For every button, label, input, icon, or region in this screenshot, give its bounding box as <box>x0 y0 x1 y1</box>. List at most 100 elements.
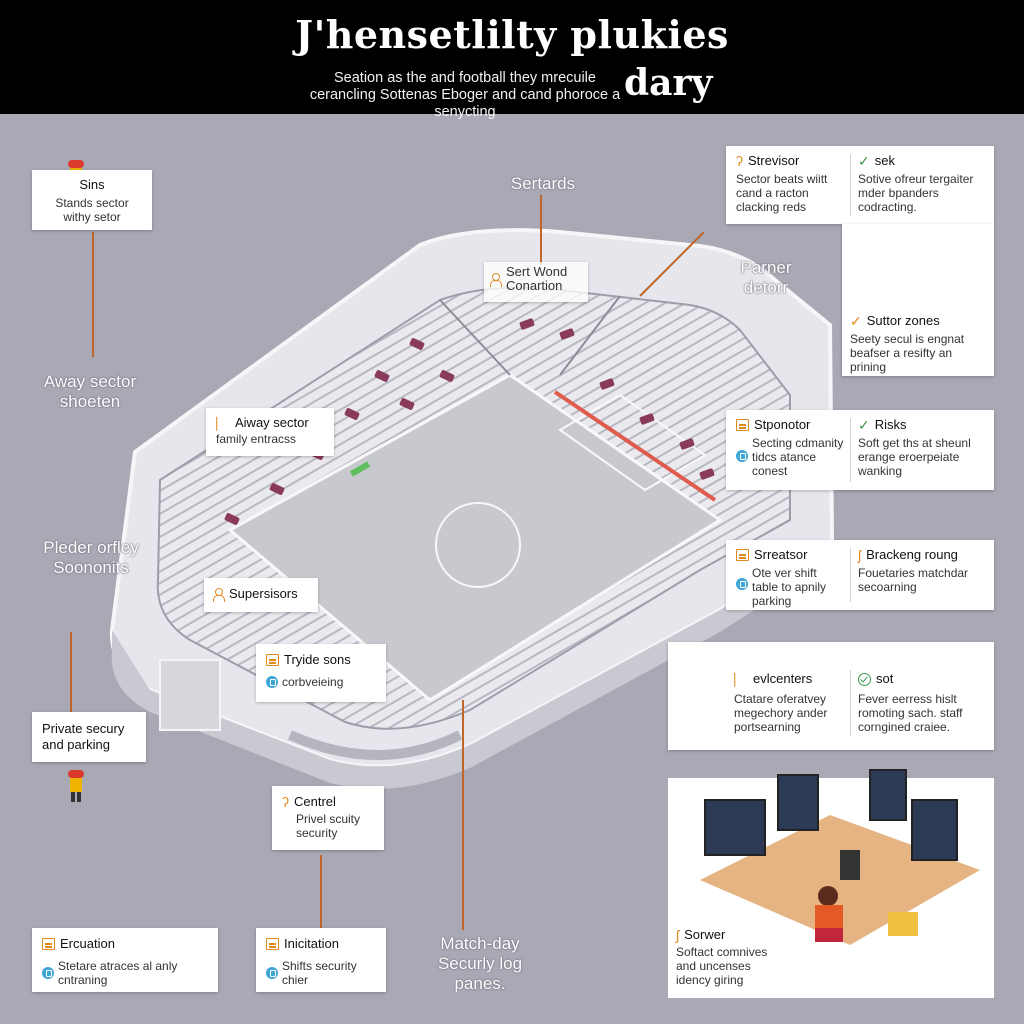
tryide-body: corbveieing <box>282 675 344 689</box>
label-away-sector-shoeten: Away sector shoeten <box>43 372 137 411</box>
srreatsor-body: Ote ver shift table to apnily parking <box>752 566 827 608</box>
touchline-marker <box>553 390 717 502</box>
info-icon <box>736 578 748 590</box>
card-srreatsor: Srreatsor Ote ver shift table to apnily … <box>726 540 994 610</box>
divider-line-2 <box>559 295 621 376</box>
leader-line <box>540 195 542 265</box>
check-icon <box>858 672 871 686</box>
check-icon: ✓ <box>858 153 870 169</box>
card-strevisor: ʔ Strevisor Sector beats wiitt cand a rac… <box>726 146 994 224</box>
stairs-bottom <box>287 730 463 760</box>
check-icon: ✓ <box>858 417 870 433</box>
stponotor-title: Stponotor <box>754 417 811 432</box>
sorwer-body: Softact comnives and uncenses idency gir… <box>676 945 768 987</box>
divider <box>850 670 851 736</box>
leader-line <box>320 855 322 935</box>
card-away-sector: ⎸ Aiway sector family entracss <box>206 408 334 456</box>
pencil-icon: ʃ <box>676 927 680 943</box>
card-private-security: Private secury and parking <box>32 712 146 762</box>
divider <box>850 154 851 216</box>
srreatsor-title: Srreatsor <box>754 547 808 562</box>
evlcenters-body: Ctatare oferatvey megechory ander portse… <box>734 692 828 734</box>
sot-body: Fever eerress hislt romoting sach. staff… <box>858 692 963 734</box>
strevisor-title: Strevisor <box>748 153 800 168</box>
divider <box>850 418 851 482</box>
person-icon <box>212 587 225 602</box>
tryide-title: Tryide sons <box>284 652 351 667</box>
away-sector-title: Aiway sector <box>235 415 309 430</box>
stponotor-body: Secting cdmanity tidcs atance conest <box>752 436 844 478</box>
card-ercuation: Ercuation Stetare atraces al anly cntran… <box>32 928 218 992</box>
card-supersors: Supersisors <box>204 578 318 612</box>
card-centrel: ʔ Centrel Privel scuity security <box>272 786 384 850</box>
sins-body: Stands sector withy setor <box>55 196 129 224</box>
title-banner: J'hensetlilty plukies Seation as the and… <box>0 0 1024 120</box>
penalty-box <box>558 393 707 492</box>
page-title: J'hensetlilty plukies <box>295 12 729 57</box>
pencil-icon: ʃ <box>858 547 862 563</box>
ercuation-body: Stetare atraces al anly cntraning <box>58 959 178 987</box>
divider-line-1 <box>439 299 511 376</box>
control-room-illustration <box>668 769 994 998</box>
label-match-day: Match-day Securly log panes. <box>437 934 523 993</box>
bar-icon: ʔ <box>282 794 289 810</box>
card-suttor-zones: ✓ Suttor zones Seety secul is engnat beaf… <box>842 224 994 376</box>
evlcenters-title: evlcenters <box>753 671 813 686</box>
sek-title: sek <box>874 153 895 168</box>
suttor-zones-title: Suttor zones <box>866 313 940 328</box>
sert-wond-label: Sert Wond Conartion <box>506 264 568 293</box>
person-icon <box>489 272 502 287</box>
suttor-zones-body: Seety secul is engnat beafser a resifty … <box>850 332 965 374</box>
info-icon <box>736 450 748 462</box>
building-block <box>159 659 221 731</box>
sorwer-title: Sorwer <box>684 927 726 942</box>
bar-icon: ⎸ <box>734 671 748 687</box>
divider <box>850 548 851 602</box>
fan-markers <box>224 318 715 525</box>
label-parner-detorr: Parner detorr <box>740 258 792 297</box>
sot-title: sot <box>876 671 894 686</box>
page-subtitle: Seation as the and football they mrecuil… <box>309 70 621 120</box>
card-sorwer: ʃ Sorwer Softact comnives and uncenses id… <box>676 928 826 992</box>
inicitation-title: Inicitation <box>284 936 339 951</box>
away-sector-body: family entracss <box>216 432 297 446</box>
document-icon <box>42 938 55 950</box>
document-icon <box>736 419 749 431</box>
dugout-marker <box>349 461 371 477</box>
card-sins: Sins Stands sector withy setor <box>32 170 152 230</box>
label-pleder-orfley: Pleder orfley Soononits <box>43 538 139 577</box>
card-sert-wond: Sert Wond Conartion <box>484 262 588 302</box>
bar-icon: ⎸ <box>216 415 230 431</box>
bar-icon: ʔ <box>736 153 743 169</box>
info-icon <box>266 676 278 688</box>
label-sertards: Sertards <box>510 174 576 193</box>
risks-body: Soft get ths at sheunl erange eroerpeiat… <box>858 436 971 478</box>
steward-figure-left <box>68 770 84 802</box>
inicitation-body: Shifts security chier <box>282 959 357 987</box>
document-icon <box>266 938 279 950</box>
info-icon <box>42 967 54 979</box>
card-inicitation: Inicitation Shifts security chier <box>256 928 386 992</box>
centrel-title: Centrel <box>294 794 336 809</box>
document-icon <box>266 654 279 666</box>
brackeng-body: Fouetaries matchdar secoarning <box>858 566 969 594</box>
risks-title: Risks <box>874 417 907 432</box>
supersors-title: Supersisors <box>229 586 298 601</box>
private-security-title: Private secury and parking <box>42 721 125 752</box>
card-stponotor: Stponotor Secting cdmanity tidcs atance … <box>726 410 994 490</box>
card-tryide: Tryide sons corbveieing <box>256 644 386 702</box>
leader-line <box>462 700 464 930</box>
leader-line <box>70 632 72 712</box>
strevisor-body: Sector beats wiitt cand a racton clackin… <box>736 172 828 214</box>
center-circle <box>435 502 521 588</box>
page-subtitle-emphasis: dary <box>624 62 713 104</box>
pencil-icon: ✓ <box>850 313 862 329</box>
document-icon <box>736 549 749 561</box>
centrel-body: Privel scuity security <box>296 812 361 840</box>
brackeng-title: Brackeng roung <box>866 547 958 562</box>
sins-title: Sins <box>79 177 105 192</box>
ercuation-title: Ercuation <box>60 936 115 951</box>
sek-body: Sotive ofreur tergaiter mder bpanders co… <box>858 172 974 214</box>
leader-line <box>92 232 94 357</box>
info-icon <box>266 967 278 979</box>
